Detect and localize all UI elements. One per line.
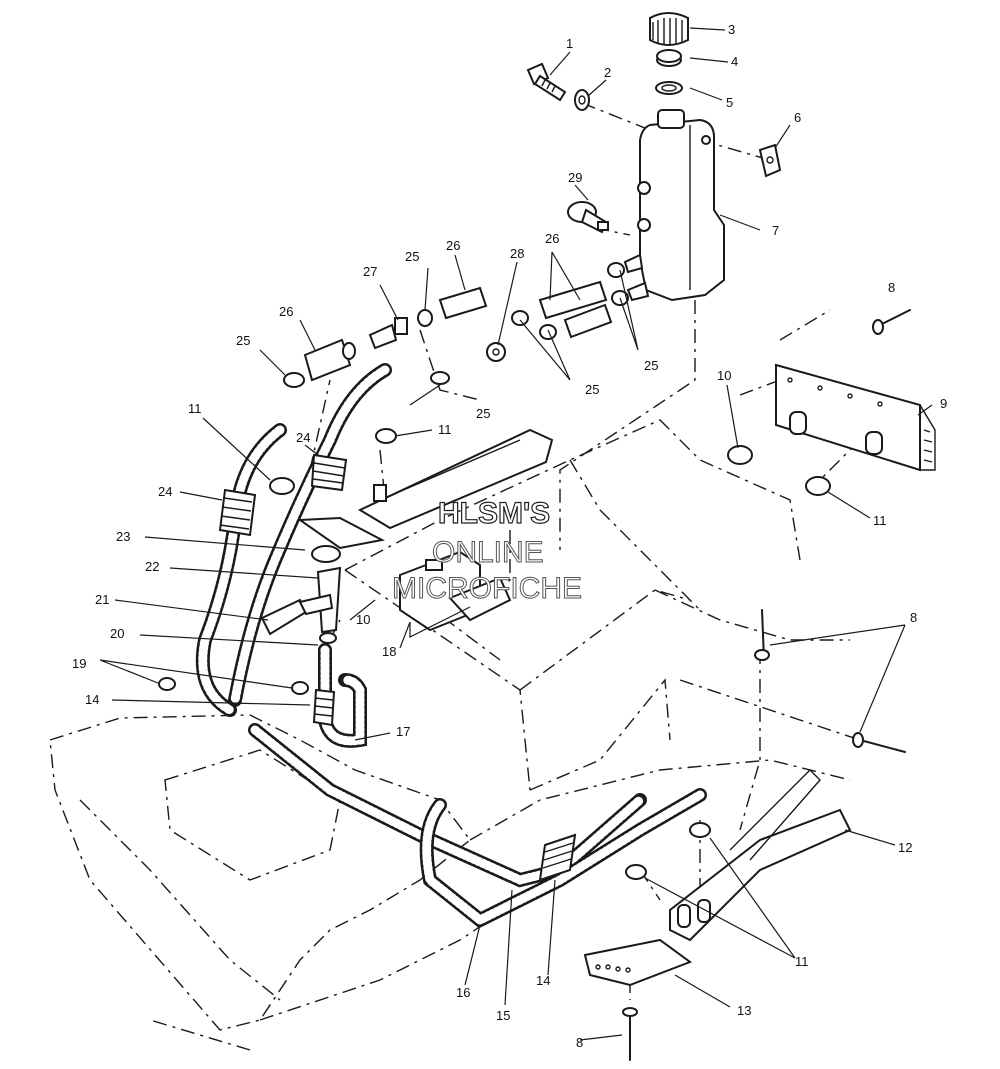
coolant-bottle [623, 109, 725, 302]
fitting-row [283, 262, 629, 388]
callout-23: 23 [116, 529, 130, 544]
callout-9: 9 [940, 396, 947, 411]
bottle-cap [649, 12, 689, 46]
callout-labels: 1 2 3 4 5 6 7 8 9 10 11 11 11 8 29 26 26… [72, 22, 947, 1050]
heat-exchanger-rear [775, 363, 936, 472]
callout-24a: 24 [296, 430, 310, 445]
callout-25b: 25 [236, 333, 250, 348]
bracket-plate [583, 938, 693, 987]
callout-8a: 8 [888, 280, 895, 295]
callout-6: 6 [794, 110, 801, 125]
callout-21: 21 [95, 592, 109, 607]
rivets [622, 309, 911, 1061]
callout-11b: 11 [188, 401, 202, 416]
callout-18: 18 [382, 644, 396, 659]
callout-8c: 8 [576, 1035, 583, 1050]
watermark-line-2: ONLINE [432, 536, 544, 569]
callout-26a: 26 [545, 231, 559, 246]
callout-13: 13 [737, 1003, 751, 1018]
callout-19: 19 [72, 656, 86, 671]
watermark-line-1: HLSM'S [438, 497, 550, 530]
callout-5: 5 [726, 95, 733, 110]
callout-25d: 25 [585, 382, 599, 397]
bottle-sensor [567, 201, 609, 234]
callout-3: 3 [728, 22, 735, 37]
callout-16: 16 [456, 985, 470, 1000]
callout-11d: 11 [795, 954, 809, 969]
callout-22: 22 [145, 559, 159, 574]
callout-7: 7 [772, 223, 779, 238]
callout-8b: 8 [910, 610, 917, 625]
callout-26c: 26 [279, 304, 293, 319]
cap-o-ring [655, 81, 683, 95]
callout-4: 4 [731, 54, 738, 69]
callout-25c: 25 [644, 358, 658, 373]
callout-11c: 11 [438, 422, 452, 437]
chassis-outline [49, 419, 851, 1051]
watermark: HLSM'S ONLINE MICROFICHE [392, 496, 583, 605]
bottle-clip [758, 143, 782, 178]
cap-gasket [656, 49, 682, 67]
hose-clamps [158, 428, 831, 880]
callout-11a: 11 [873, 513, 887, 528]
callout-1: 1 [566, 36, 573, 51]
washer [574, 89, 590, 111]
y-fitting [260, 516, 386, 644]
hose-boots [218, 453, 577, 882]
callout-27: 27 [363, 264, 377, 279]
callout-14a: 14 [85, 692, 99, 707]
callout-leaders [99, 27, 933, 1041]
callout-15: 15 [496, 1008, 510, 1023]
callout-17: 17 [396, 724, 410, 739]
callout-10a: 10 [717, 368, 731, 383]
heat-exchanger-front [669, 769, 852, 942]
callout-14b: 14 [536, 973, 550, 988]
callout-29: 29 [568, 170, 582, 185]
callout-12: 12 [898, 840, 912, 855]
callout-28: 28 [510, 246, 524, 261]
bolt [526, 62, 567, 102]
callout-25a: 25 [405, 249, 419, 264]
hose-assembly [195, 363, 707, 929]
callout-25e: 25 [476, 406, 490, 421]
callout-26b: 26 [446, 238, 460, 253]
callout-2: 2 [604, 65, 611, 80]
callout-24b: 24 [158, 484, 172, 499]
callout-20: 20 [110, 626, 124, 641]
callout-10b: 10 [356, 612, 370, 627]
watermark-line-3: MICROFICHE [392, 572, 582, 605]
